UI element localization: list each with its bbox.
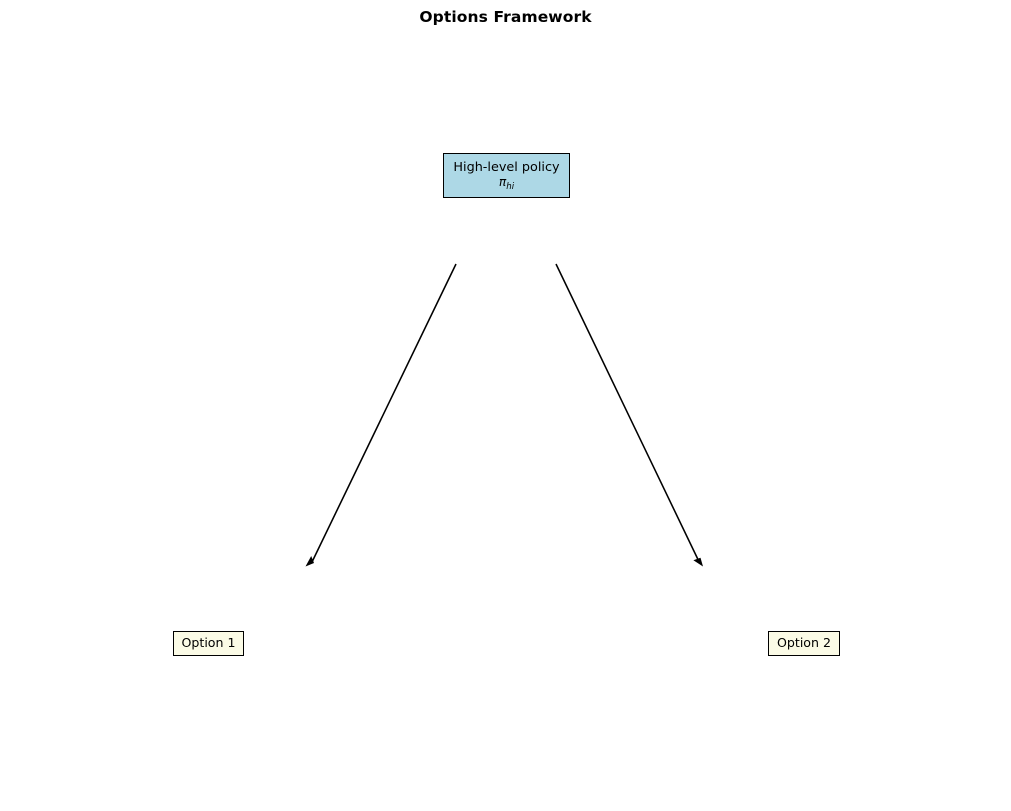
node-option-2-label: Option 2	[776, 635, 832, 651]
edge-policy-to-option-2	[555, 263, 703, 567]
node-option-1-label: Option 1	[181, 635, 236, 651]
arrowhead-left	[305, 556, 314, 567]
arrowhead-right	[693, 557, 703, 567]
node-option-1: Option 1	[173, 631, 244, 656]
edge-policy-to-option-1	[305, 263, 457, 567]
node-high-level-policy: High-level policy πhi	[443, 153, 570, 198]
pi-subscript: hi	[506, 181, 515, 192]
node-high-level-policy-label: High-level policy	[453, 160, 560, 175]
pi-symbol: π	[498, 175, 507, 190]
node-high-level-policy-sublabel: πhi	[498, 175, 515, 192]
node-option-2: Option 2	[768, 631, 840, 656]
page-title: Options Framework	[419, 8, 592, 26]
